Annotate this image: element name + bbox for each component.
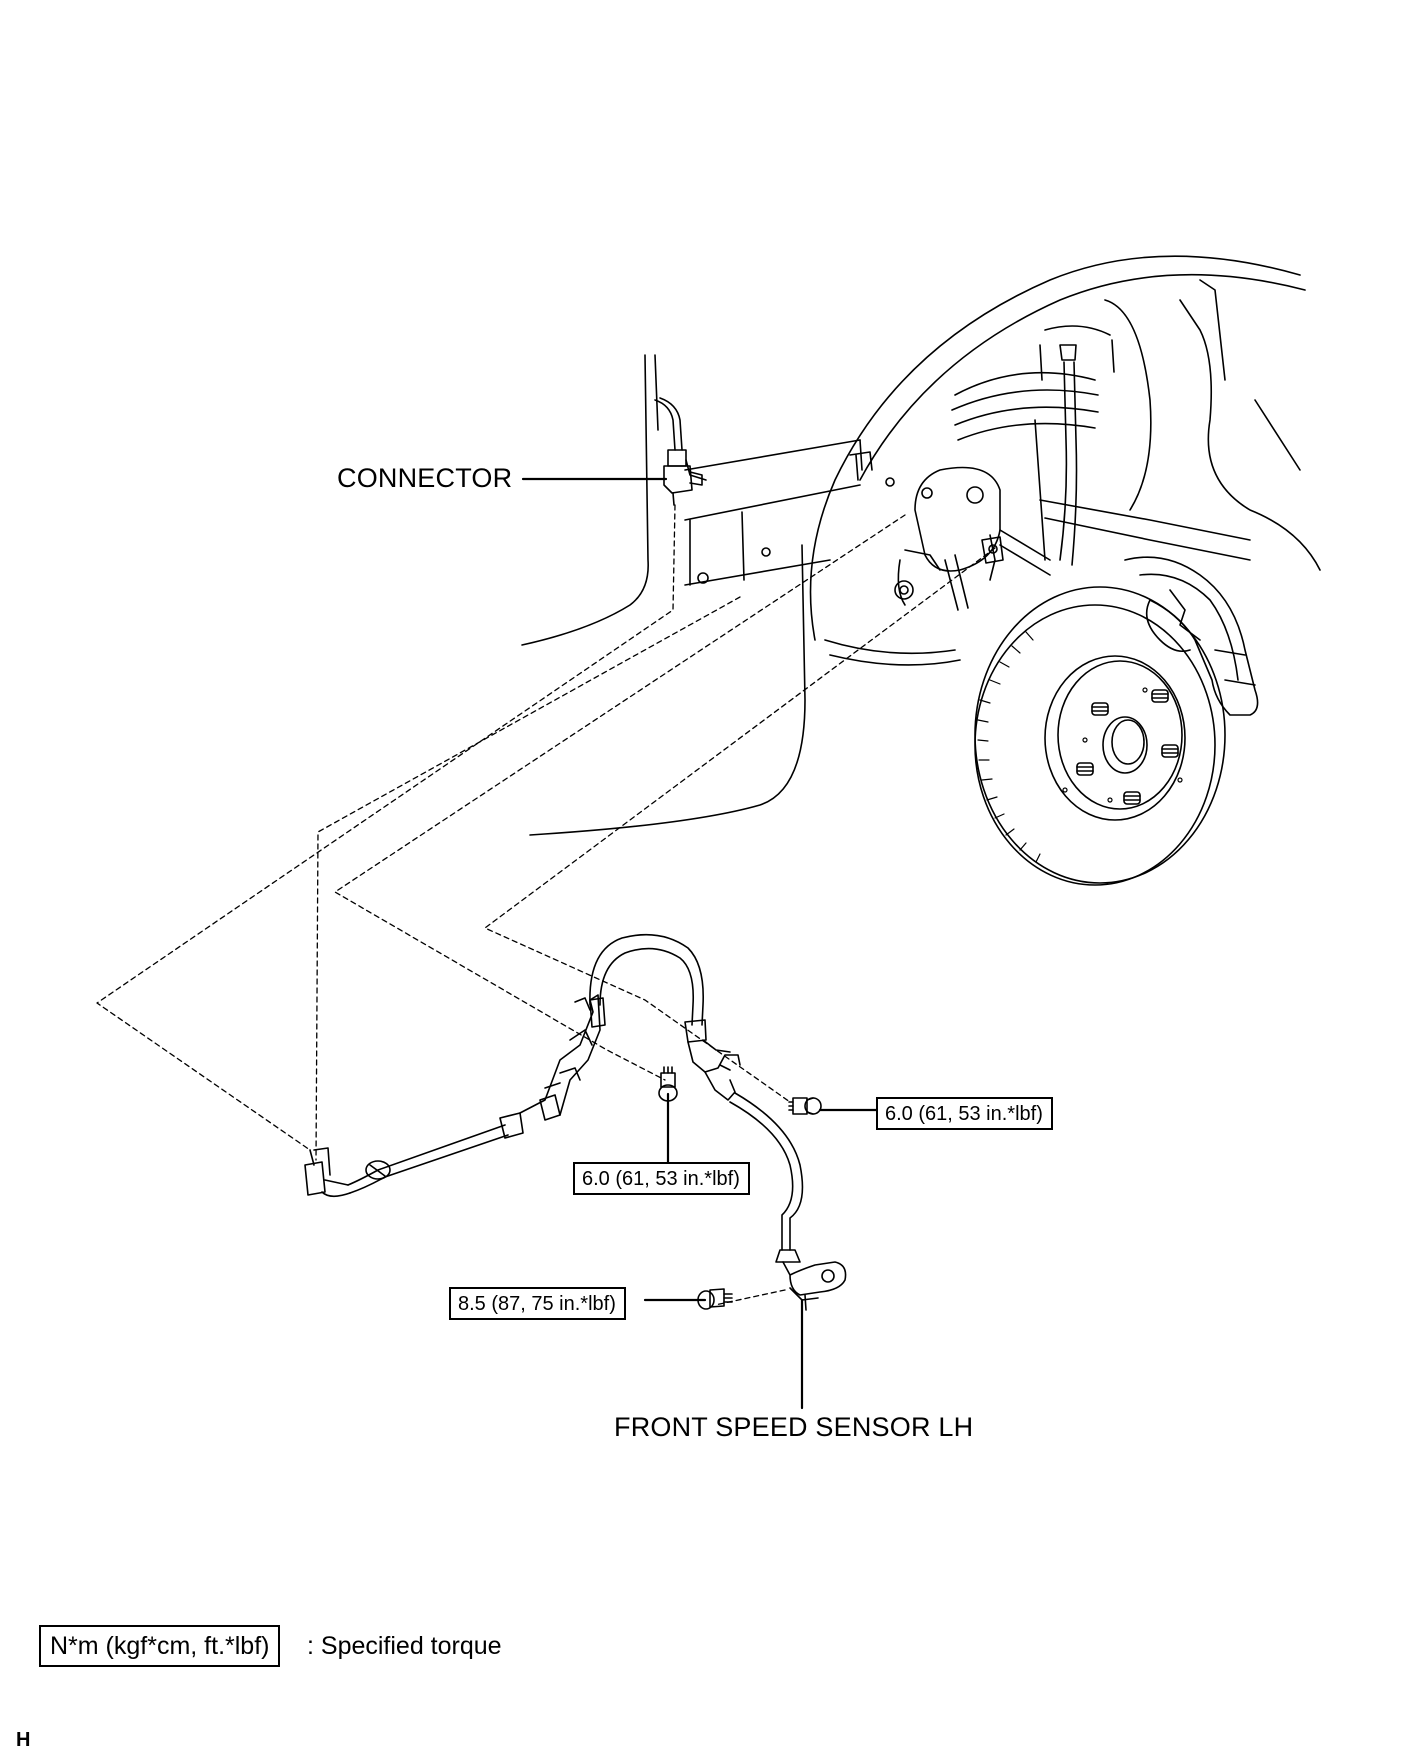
- torque-spec-sensor-bolt: 8.5 (87, 75 in.*lbf): [449, 1287, 626, 1320]
- torque-spec-upper-bolt: 6.0 (61, 53 in.*lbf): [876, 1097, 1053, 1130]
- installation-guide-lines: [96, 504, 996, 1306]
- brake-rotor-drawing: [974, 556, 1259, 886]
- torque-spec-lower-bolt: 6.0 (61, 53 in.*lbf): [573, 1162, 750, 1195]
- bolt-bracket-upper: [788, 1097, 822, 1115]
- body-connector-drawing: [654, 397, 703, 506]
- legend-unit-box: N*m (kgf*cm, ft.*lbf): [39, 1625, 281, 1667]
- leader-lines: [521, 477, 879, 1410]
- suspension-drawing: [885, 279, 1321, 611]
- lug-studs: [1076, 689, 1179, 805]
- front-speed-sensor-label: FRONT SPEED SENSOR LH: [614, 1412, 974, 1442]
- speed-sensor-harness: [304, 933, 847, 1311]
- corner-mark: H: [16, 1729, 31, 1751]
- connector-label: CONNECTOR: [337, 463, 513, 493]
- vehicle-body-drawing: [521, 255, 1306, 836]
- legend-description: : Specified torque: [307, 1632, 502, 1660]
